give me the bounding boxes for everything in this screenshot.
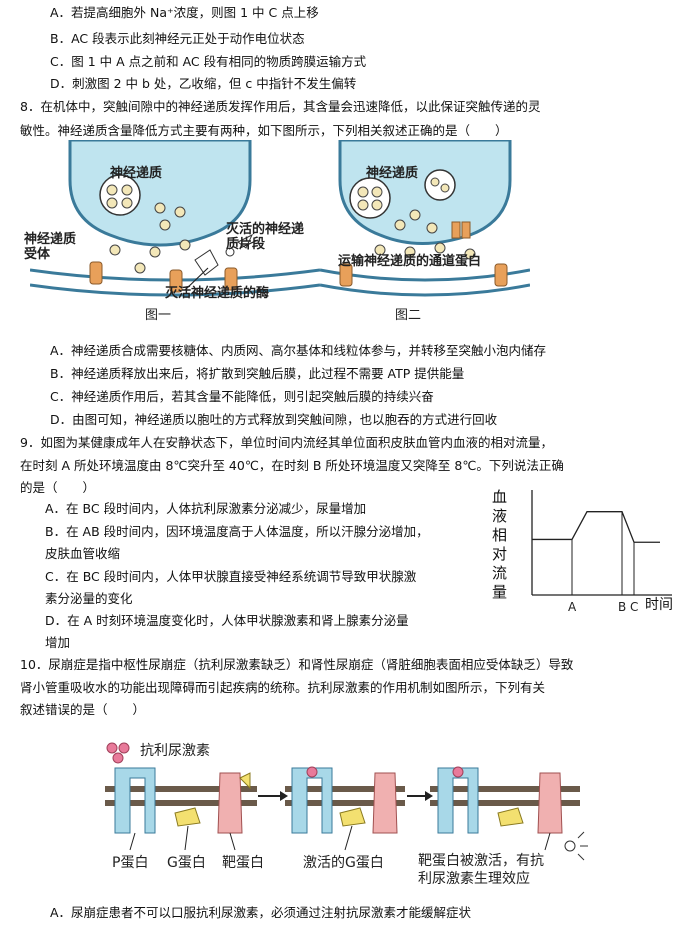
q9-stem-line3: 的是（ ） — [20, 480, 96, 495]
q10-fig-p-label: P蛋白 — [112, 855, 149, 871]
q9-chart-tick-label-a: A — [568, 600, 577, 614]
q8-fig1-nt-label: 神经递质 — [110, 166, 163, 181]
q8-figure-1 — [30, 140, 320, 297]
q10-option-a: A．尿崩症患者不可以口服抗利尿激素，必须通过注射抗尿激素才能缓解症状 — [50, 905, 472, 920]
q9-option-d-line1: D．在 A 时刻环境温度变化时，人体甲状腺激素和肾上腺素分泌量 — [45, 613, 409, 628]
q9-stem-line1: 9．如图为某健康成年人在安静状态下，单位时间内流经其单位面积皮肤血管内血液的相对… — [20, 435, 553, 450]
q8-stem-line2: 敏性。神经递质含量降低方式主要有两种，如下图所示，下列相关叙述正确的是（ ） — [20, 123, 508, 138]
q9-option-d-line2: 增加 — [45, 635, 71, 650]
q8-option-b: B．神经递质释放出来后，将扩散到突触后膜，此过程不需要 ATP 提供能量 — [50, 366, 465, 381]
q8-option-d: D．由图可知，神经递质以胞吐的方式释放到突触间隙，也以胞吞的方式进行回收 — [50, 412, 498, 427]
q9-option-b-line1: B．在 AB 段时间内，因环境温度高于人体温度，所以汗腺分泌增加， — [45, 524, 429, 539]
q10-fig-adh-label: 抗利尿激素 — [140, 743, 210, 759]
q8-figure-2 — [320, 140, 530, 297]
q7-option-c: C．图 1 中 A 点之前和 AC 段有相同的物质跨膜运输方式 — [50, 54, 367, 69]
q10-stem-line1: 10．尿崩症是指中枢性尿崩症（抗利尿激素缺乏）和肾性尿崩症（肾脏细胞表面相应受体… — [20, 657, 574, 672]
q8-option-a: A．神经递质合成需要核糖体、内质网、高尔基体和线粒体参与，并转移至突触小泡内储存 — [50, 343, 547, 358]
q10-fig-result-line2: 利尿激素生理效应 — [418, 871, 530, 887]
q10-fig-active-g-label: 激活的G蛋白 — [303, 855, 384, 871]
q8-option-c: C．神经递质作用后，若其含量不能降低，则引起突触后膜的持续兴奋 — [50, 389, 434, 404]
q7-option-b: B．AC 段表示此刻神经元正处于动作电位状态 — [50, 31, 305, 46]
q8-fig1-enzyme-label: 灭活神经递质的酶 — [165, 286, 270, 301]
q10-fig-result-line1: 靶蛋白被激活，有抗 — [418, 853, 544, 869]
q9-stem-line2: 在时刻 A 所处环境温度由 8℃突升至 40℃，在时刻 B 所处环境温度又突降至… — [20, 458, 564, 473]
q8-fig2-channel-label: 运输神经递质的通道蛋白 — [338, 254, 482, 269]
q9-option-c-line1: C．在 BC 段时间内，人体甲状腺直接受神经系统调节导致甲状腺激 — [45, 569, 417, 584]
q8-fig1-inactive-label: 灭活的神经递质片段 — [226, 222, 305, 252]
q9-chart-tick-label-c: C — [630, 600, 638, 614]
q8-fig2-nt-label: 神经递质 — [366, 166, 419, 181]
q8-fig2-caption: 图二 — [395, 308, 422, 323]
q10-fig-target-label: 靶蛋白 — [222, 855, 264, 871]
q7-option-a: A．若提高细胞外 Na⁺浓度，则图 1 中 C 点上移 — [50, 5, 319, 20]
q8-fig1-caption: 图一 — [145, 308, 172, 323]
q10-stem-line3: 叙述错误的是（ ） — [20, 702, 146, 717]
q7-option-d: D．刺激图 2 中 b 处，乙收缩，但 c 中指针不发生偏转 — [50, 76, 357, 91]
q9-option-b-line2: 皮肤血管收缩 — [45, 546, 121, 561]
q9-option-c-line2: 素分泌量的变化 — [45, 591, 133, 606]
q9-chart-ylabel: 血液相对流量 — [492, 488, 508, 601]
q9-chart-line — [532, 511, 660, 543]
q8-fig1-receptor-label: 神经递质受体 — [24, 232, 77, 262]
q10-stem-line2: 肾小管重吸收水的功能出现障碍而引起疾病的统称。抗利尿激素的作用机制如图所示，下列… — [20, 680, 546, 695]
q9-chart-xlabel: 时间 — [645, 597, 673, 613]
q10-fig-g-label: G蛋白 — [167, 855, 206, 871]
q9-option-a: A．在 BC 段时间内，人体抗利尿激素分泌减少，尿量增加 — [45, 501, 367, 516]
q10-figure — [105, 742, 588, 861]
q8-stem-line1: 8．在机体中，突触间隙中的神经递质发挥作用后，其含量会迅速降低，以此保证突触传递… — [20, 99, 541, 114]
q9-chart-tick-label-b: B — [618, 600, 626, 614]
